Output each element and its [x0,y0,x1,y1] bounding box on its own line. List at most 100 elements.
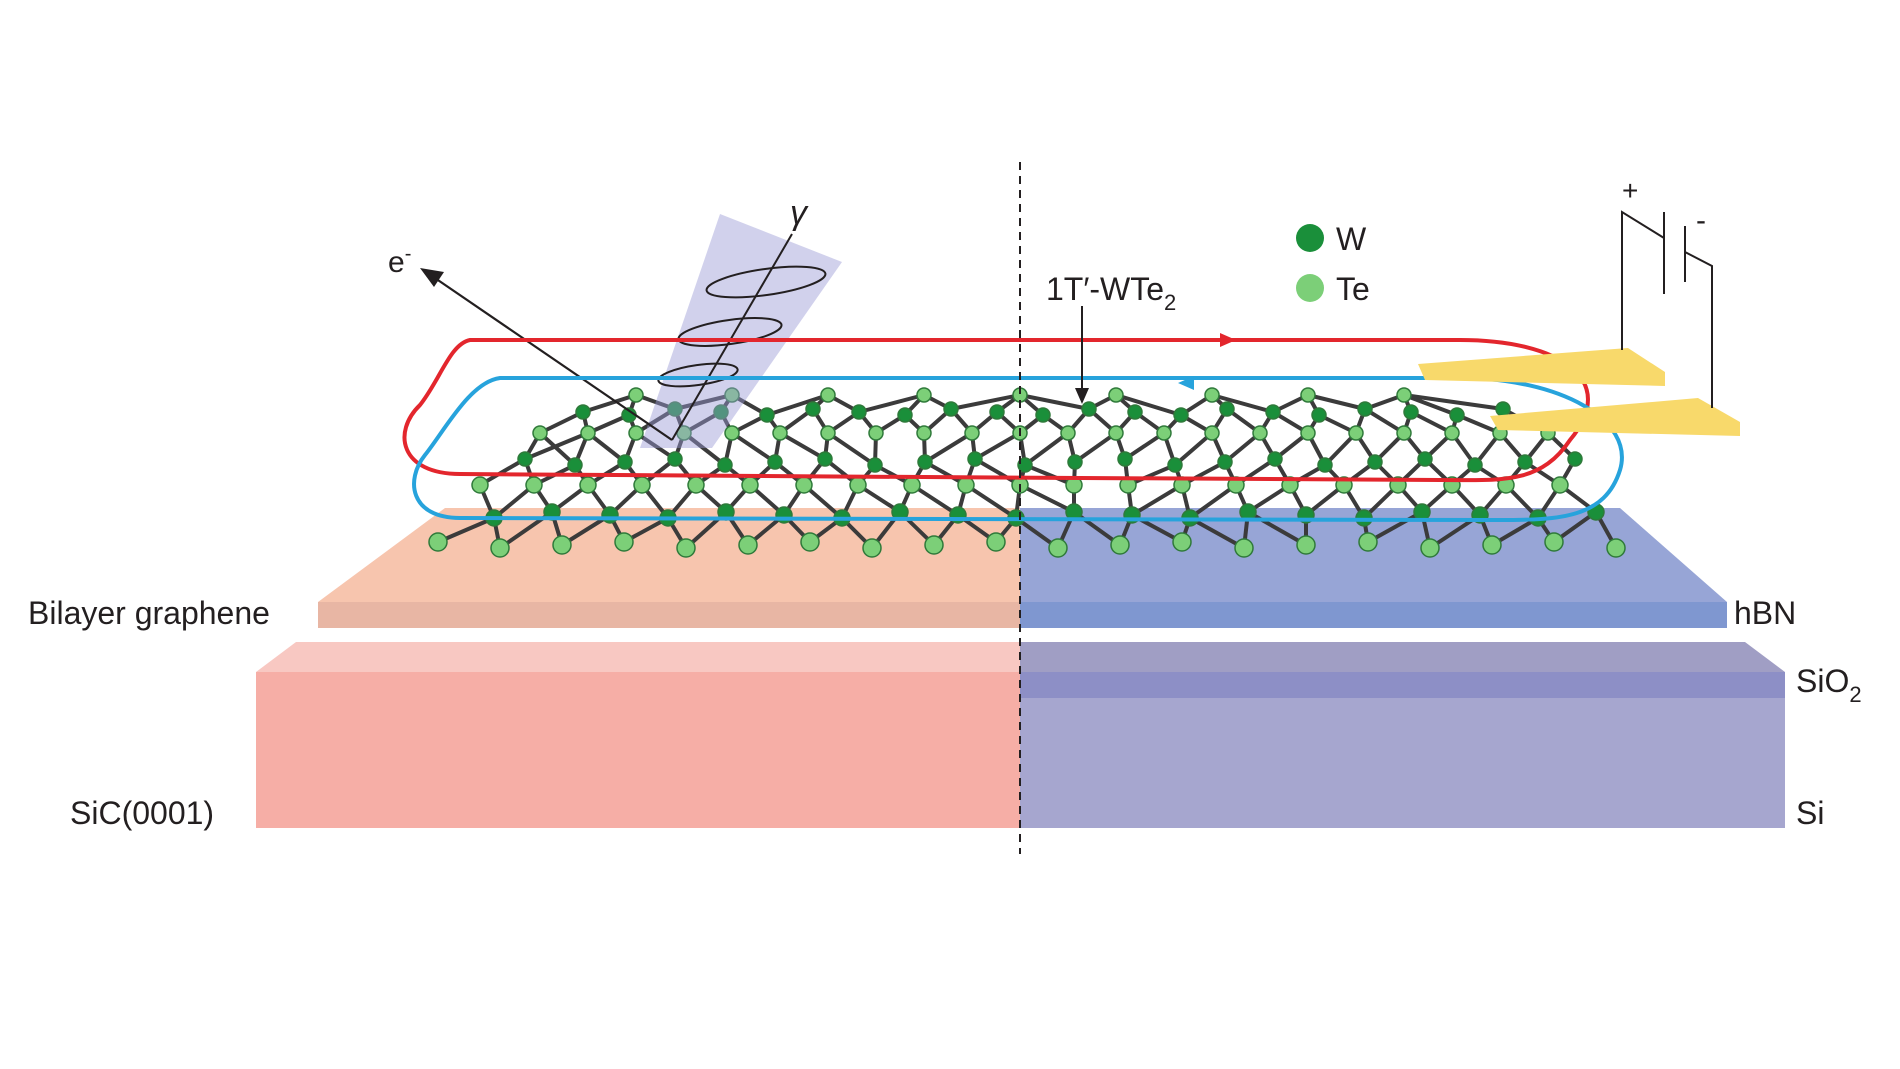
te-atom [916,425,932,441]
hbn-label: hBN [1734,595,1796,631]
lattice-bond [634,431,677,461]
lattice-bond [858,393,925,414]
te-atom [633,476,651,494]
w-atom [1173,407,1189,423]
te-atom [738,535,758,555]
graphene-top-face [318,508,1020,602]
te-atom [490,538,510,558]
w-atom [713,404,729,420]
te-atom [1204,425,1220,441]
w-atom [1035,407,1051,423]
te-atom [1348,425,1364,441]
lattice-bond [1189,516,1245,550]
w-atom [575,404,591,420]
hbn-front [1020,602,1727,628]
w-atom [517,451,533,467]
te-atom [471,476,489,494]
te-atom [1108,425,1124,441]
lattice-bond [538,431,577,467]
lattice-bond [910,483,960,517]
lattice-bond [582,393,637,414]
contact-top [1418,348,1665,386]
te-atom [868,425,884,441]
te-atom [1048,538,1068,558]
te-atom [428,532,448,552]
minus-label: - [1696,204,1706,237]
w-atom [1117,451,1133,467]
te-atom [1060,425,1076,441]
te-atom [986,532,1006,552]
battery-circuit [1621,210,1713,408]
legend-w-label: W [1336,221,1367,257]
bilayer-graphene-label: Bilayer graphene [28,595,270,631]
w-atom [1317,457,1333,473]
si-block [1020,698,1785,828]
material-arrow [1075,306,1089,404]
te-atom [628,387,644,403]
graphene-front [318,602,1020,628]
te-atom [862,538,882,558]
photon-label: γ [790,194,809,232]
te-atom [687,476,705,494]
si-label: Si [1796,795,1824,831]
w-atom [1403,404,1419,420]
hbn-top-face [1020,508,1727,602]
lattice-bond [1367,510,1423,544]
w-atom [917,454,933,470]
lattice-bond [730,431,777,464]
w-atom [617,454,633,470]
sio2-band [1020,672,1785,698]
te-atom [1551,476,1569,494]
lattice-bond [674,393,733,411]
legend-te-dot [1296,274,1324,302]
lattice-bond [950,393,1021,411]
te-atom [1482,535,1502,555]
sic-label: SiC(0001) [70,795,214,831]
sio2-label: SiO2 [1796,663,1862,707]
contacts [1418,348,1740,436]
lattice-bond [1403,393,1458,417]
material-label: 1T′-WTe2 [1046,271,1176,315]
lattice-bond [1403,393,1504,411]
lattice-bond [1456,413,1501,435]
te-atom [1444,425,1460,441]
w-atom [1449,407,1465,423]
te-atom [1172,532,1192,552]
lattice-bond [1130,483,1184,517]
te-atom [1300,387,1316,403]
te-atom [924,535,944,555]
w-atom [1067,454,1083,470]
w-atom [1167,457,1183,473]
te-atom [552,535,572,555]
lattice-bond [1188,483,1238,520]
sic-top-face [256,642,1020,672]
te-atom [724,425,740,441]
w-atom [1267,451,1283,467]
w-atom [851,404,867,420]
te-atom [800,532,820,552]
te-atom [1420,538,1440,558]
w-atom [943,401,959,417]
te-atom [772,425,788,441]
w-atom [967,451,983,467]
te-atom [1108,387,1124,403]
lattice-bond [766,393,829,417]
te-atom [1396,387,1412,403]
te-atom [676,538,696,558]
te-atom [1110,535,1130,555]
lattice-bond [1019,483,1075,514]
te-atom [1252,425,1268,441]
te-atom [614,532,634,552]
te-atom [724,387,740,403]
edge-arrow-red [1220,333,1236,347]
w-atom [767,454,783,470]
lattice-bond [973,431,1022,461]
lattice-bond [1173,431,1214,467]
w-atom [1219,401,1235,417]
te-atom [1396,425,1412,441]
te-atom [795,476,813,494]
te-atom [964,425,980,441]
w-atom [667,401,683,417]
lattice-bond [1307,393,1366,411]
